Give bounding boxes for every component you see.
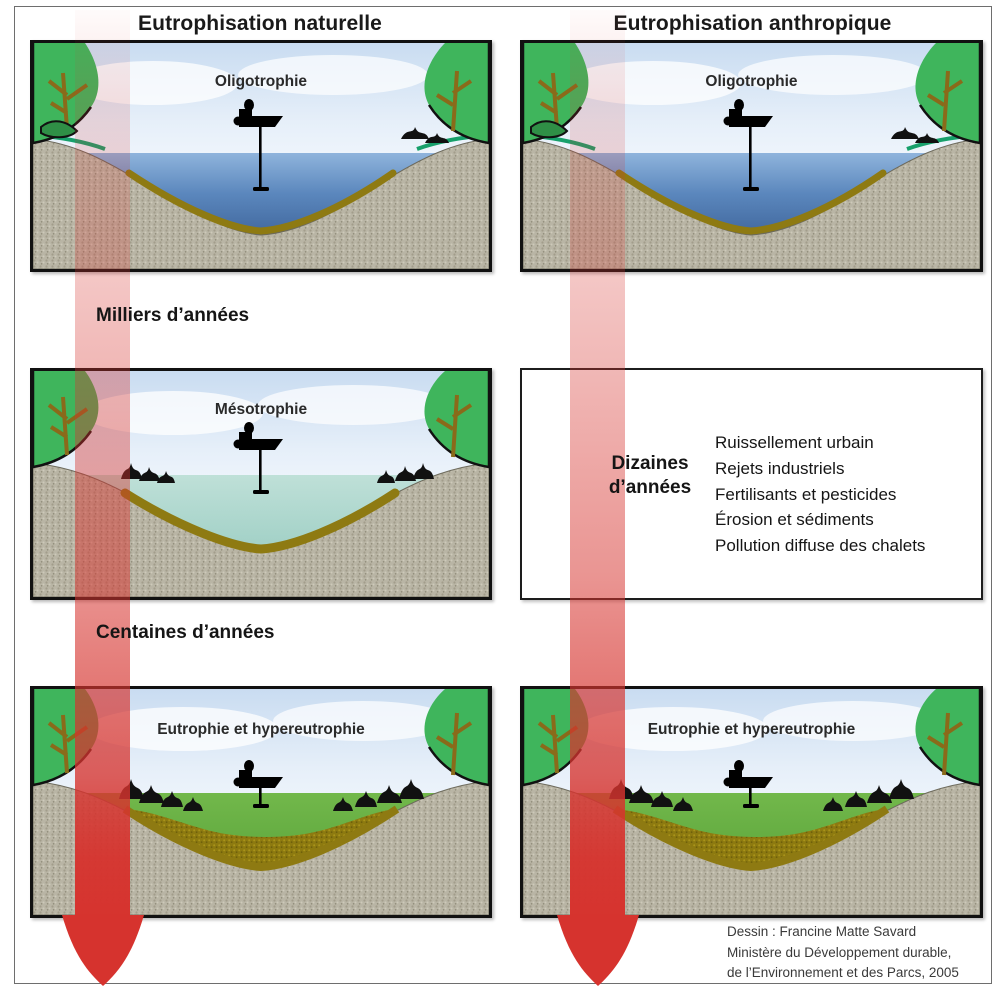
list-item: Rejets industriels [715, 458, 845, 478]
stage-label-dizaines: Dizaines d’années [595, 452, 705, 500]
list-item: Ruissellement urbain [715, 433, 874, 452]
scene-mesotrophic-left [33, 371, 489, 597]
column-title-anthropic: Eutrophisation anthropique [613, 12, 892, 35]
scene-oligotrophic-right [523, 43, 980, 269]
stage-label-centaines: Centaines d’années [96, 622, 275, 643]
anthropic-sources-list: Ruissellement urbain Rejets industriels … [715, 430, 925, 559]
scene-eutrophic-left [33, 689, 489, 915]
list-item: Pollution diffuse des chalets [715, 536, 926, 556]
credits-line: de l’Environnement et des Parcs, 2005 [727, 965, 959, 981]
credits-block: Dessin : Francine Matte Savard Ministère… [727, 922, 959, 984]
column-title-natural: Eutrophisation naturelle [138, 12, 382, 35]
credits-line: Dessin : Francine Matte Savard [727, 924, 917, 939]
scene-oligotrophic-left [33, 43, 489, 269]
scene-eutrophic-right [523, 689, 980, 915]
panel-left-eutrophic: Eutrophie et hypereutrophie [30, 686, 492, 918]
list-item: Fertilisants et pesticides [715, 484, 897, 504]
list-item: Érosion et sédiments [715, 510, 874, 530]
credits-line: Ministère du Développement durable, [727, 944, 952, 960]
stage-label-milliers: Milliers d’années [96, 305, 250, 326]
panel-right-oligotrophic: Oligotrophie [520, 40, 983, 272]
panel-left-oligotrophic: Oligotrophie [30, 40, 492, 272]
panel-right-eutrophic: Eutrophie et hypereutrophie [520, 686, 983, 918]
anthropic-sources-box: Dizaines d’années Ruissellement urbain R… [520, 368, 983, 600]
stage-label-dizaines-line2: d’années [608, 476, 692, 498]
stage-label-dizaines-line1: Dizaines [611, 453, 689, 474]
panel-left-mesotrophic: Mésotrophie [30, 368, 492, 600]
